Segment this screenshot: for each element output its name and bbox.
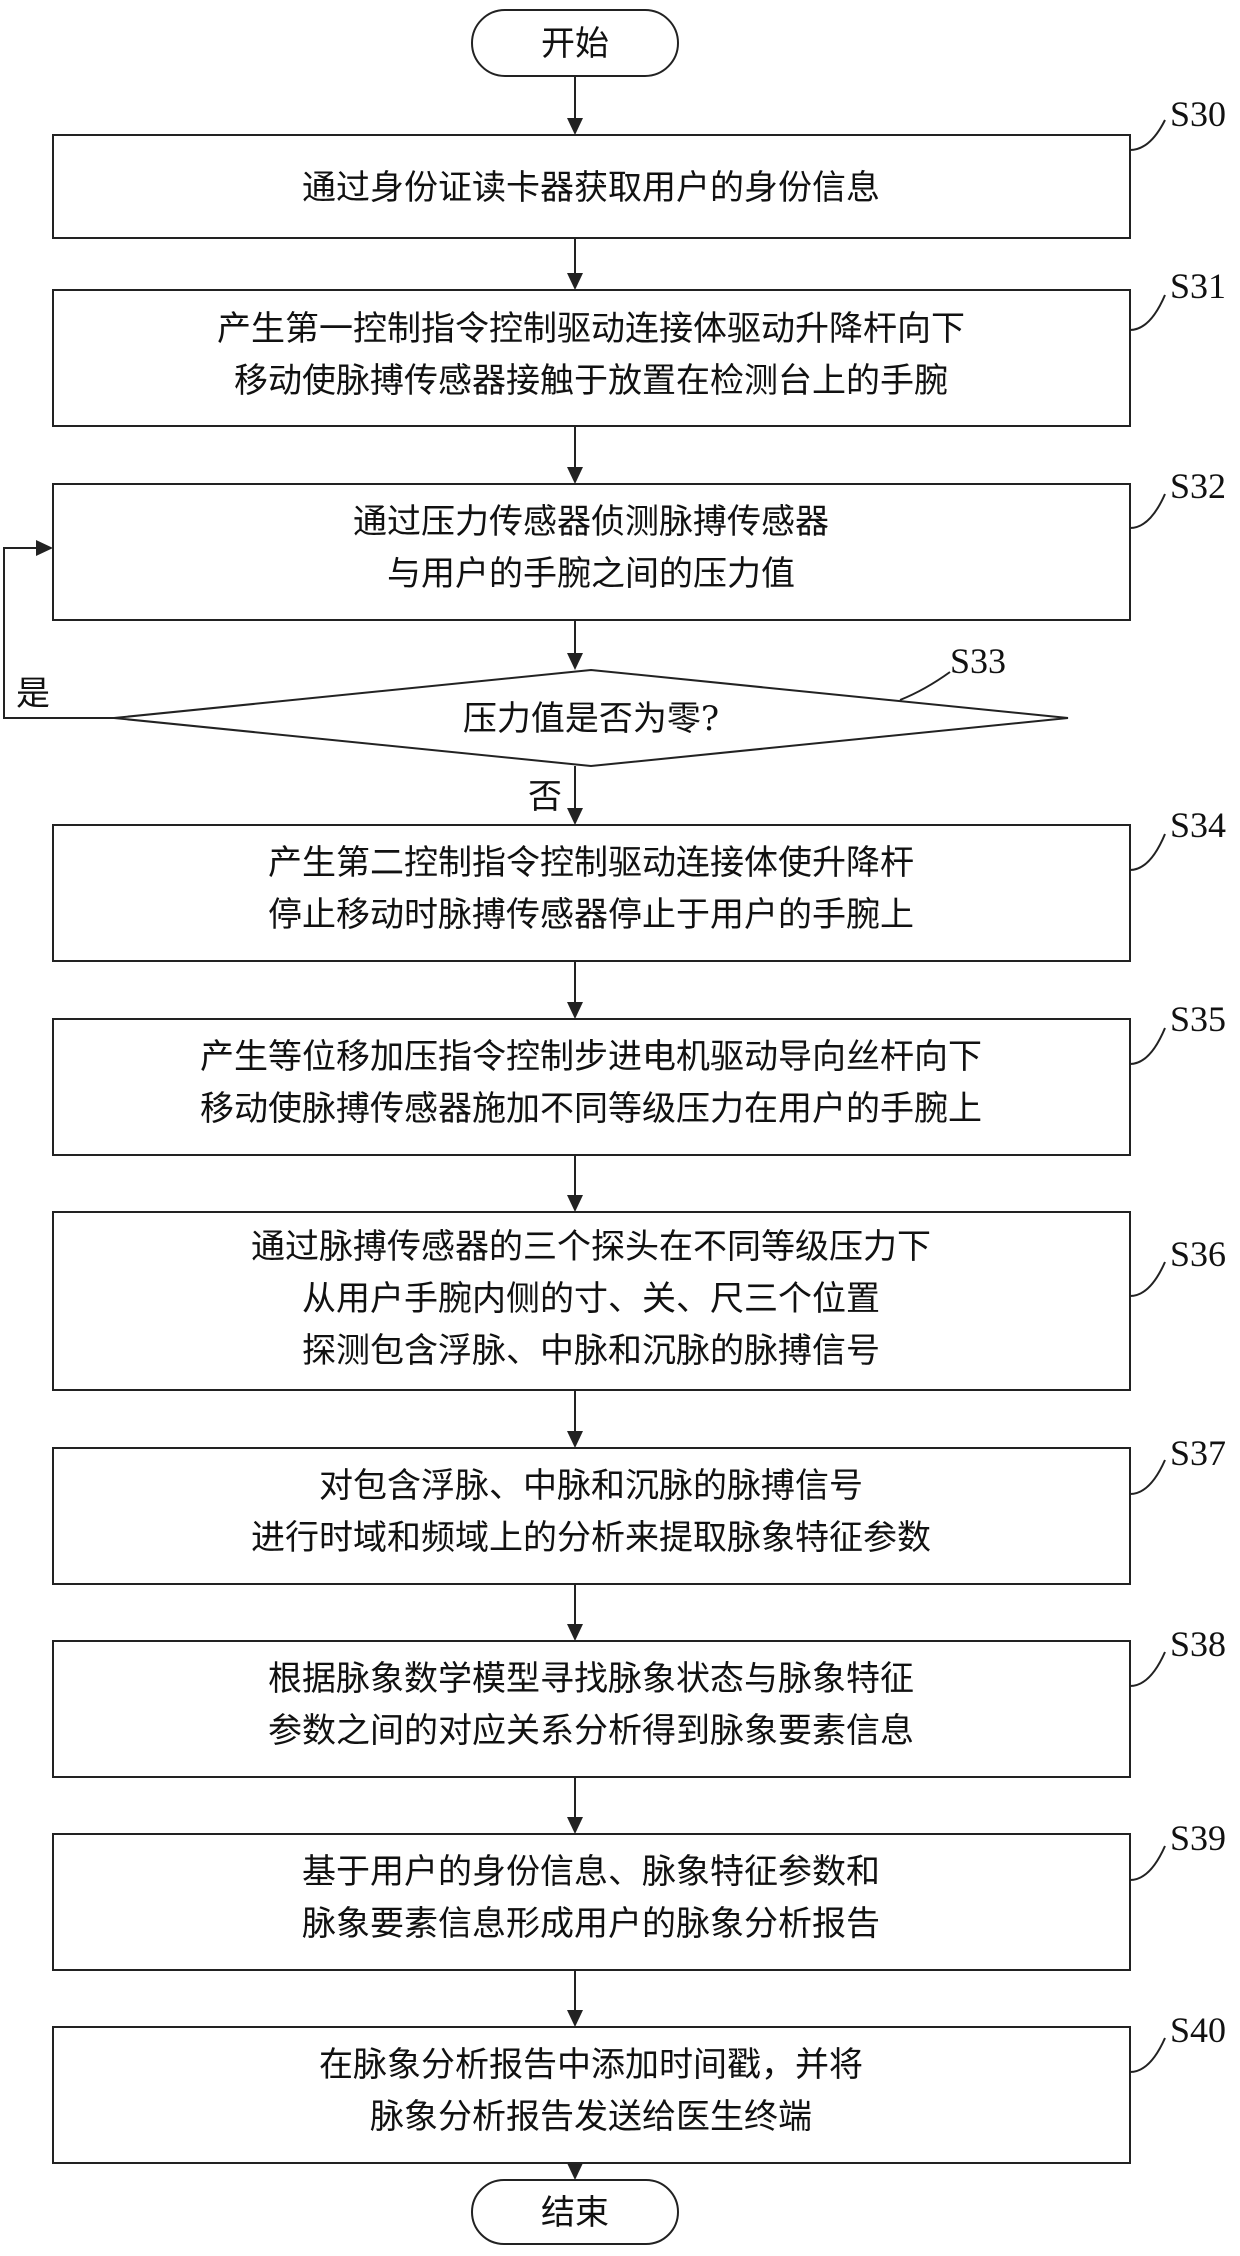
step-s40-id: S40 (1170, 2010, 1226, 2050)
arrow-s31-to-s32 (567, 467, 583, 484)
arrow-s39-to-s40 (567, 2010, 583, 2027)
step-s34-id: S34 (1170, 805, 1226, 845)
step-s32-line-2: 与用户的手腕之间的压力值 (387, 554, 795, 594)
start-terminal: 开始 (472, 10, 678, 76)
step-s32-id: S32 (1170, 466, 1226, 506)
step-s39-line-2: 脉象要素信息形成用户的脉象分析报告 (302, 1904, 880, 1944)
step-s38-id: S38 (1170, 1624, 1226, 1664)
step-s36: 通过脉搏传感器的三个探头在不同等级压力下 从用户手腕内侧的寸、关、尺三个位置 探… (53, 1212, 1226, 1390)
arrow-s33-to-s34 (567, 808, 583, 825)
end-label: 结束 (541, 2193, 609, 2233)
step-s32-line-1: 通过压力传感器侦测脉搏传感器 (353, 502, 829, 542)
step-s37-line-2: 进行时域和频域上的分析来提取脉象特征参数 (251, 1518, 931, 1558)
arrow-s35-to-s36 (567, 1195, 583, 1212)
decision-s33: 压力值是否为零? S33 (114, 641, 1068, 766)
step-s36-id: S36 (1170, 1234, 1226, 1274)
step-s32: 通过压力传感器侦测脉搏传感器 与用户的手腕之间的压力值 S32 (53, 466, 1226, 620)
arrow-s32-to-s33 (567, 653, 583, 670)
arrow-start-to-s30 (567, 118, 583, 135)
decision-id: S33 (950, 641, 1006, 681)
arrow-s36-to-s37 (567, 1431, 583, 1448)
step-s30-id: S30 (1170, 94, 1226, 134)
step-s34-line-2: 停止移动时脉搏传感器停止于用户的手腕上 (268, 895, 914, 935)
step-s38: 根据脉象数学模型寻找脉象状态与脉象特征 参数之间的对应关系分析得到脉象要素信息 … (53, 1624, 1226, 1777)
step-s35: 产生等位移加压指令控制步进电机驱动导向丝杆向下 移动使脉搏传感器施加不同等级压力… (53, 999, 1226, 1155)
step-s39-id: S39 (1170, 1818, 1226, 1858)
step-s36-line-3: 探测包含浮脉、中脉和沉脉的脉搏信号 (302, 1331, 880, 1371)
step-s34-line-1: 产生第二控制指令控制驱动连接体使升降杆 (268, 843, 914, 883)
step-s37-line-1: 对包含浮脉、中脉和沉脉的脉搏信号 (319, 1466, 863, 1506)
step-s40-line-1: 在脉象分析报告中添加时间戳，并将 (319, 2045, 863, 2085)
step-s40-line-2: 脉象分析报告发送给医生终端 (370, 2097, 812, 2137)
end-terminal: 结束 (472, 2180, 678, 2244)
step-s35-line-1: 产生等位移加压指令控制步进电机驱动导向丝杆向下 (200, 1037, 982, 1077)
step-s39-line-1: 基于用户的身份信息、脉象特征参数和 (302, 1852, 880, 1892)
step-s37-id: S37 (1170, 1433, 1226, 1473)
arrow-s37-to-s38 (567, 1624, 583, 1641)
start-label: 开始 (541, 24, 609, 64)
step-s36-line-2: 从用户手腕内侧的寸、关、尺三个位置 (302, 1279, 880, 1319)
step-s31: 产生第一控制指令控制驱动连接体驱动升降杆向下 移动使脉搏传感器接触于放置在检测台… (53, 266, 1226, 426)
decision-question: 压力值是否为零? (463, 699, 719, 739)
step-s39: 基于用户的身份信息、脉象特征参数和 脉象要素信息形成用户的脉象分析报告 S39 (53, 1818, 1226, 1970)
step-s38-line-2: 参数之间的对应关系分析得到脉象要素信息 (268, 1711, 914, 1751)
step-s31-line-2: 移动使脉搏传感器接触于放置在检测台上的手腕 (234, 361, 948, 401)
step-s36-line-1: 通过脉搏传感器的三个探头在不同等级压力下 (251, 1227, 931, 1267)
no-label: 否 (528, 777, 562, 817)
step-s37: 对包含浮脉、中脉和沉脉的脉搏信号 进行时域和频域上的分析来提取脉象特征参数 S3… (53, 1433, 1226, 1584)
arrow-s34-to-s35 (567, 1002, 583, 1019)
step-s40: 在脉象分析报告中添加时间戳，并将 脉象分析报告发送给医生终端 S40 (53, 2010, 1226, 2163)
arrow-s38-to-s39 (567, 1817, 583, 1834)
step-s31-line-1: 产生第一控制指令控制驱动连接体驱动升降杆向下 (217, 309, 965, 349)
step-s31-id: S31 (1170, 266, 1226, 306)
step-s35-id: S35 (1170, 999, 1226, 1039)
arrow-s40-to-end (567, 2163, 583, 2180)
step-s35-line-2: 移动使脉搏传感器施加不同等级压力在用户的手腕上 (200, 1089, 982, 1129)
step-s30: 通过身份证读卡器获取用户的身份信息 S30 (53, 94, 1226, 238)
yes-label: 是 (16, 674, 50, 714)
step-s38-line-1: 根据脉象数学模型寻找脉象状态与脉象特征 (268, 1659, 914, 1699)
arrow-yes-to-s32 (36, 540, 53, 556)
arrow-s30-to-s31 (567, 273, 583, 290)
step-s30-line-1: 通过身份证读卡器获取用户的身份信息 (302, 168, 880, 208)
step-s34: 产生第二控制指令控制驱动连接体使升降杆 停止移动时脉搏传感器停止于用户的手腕上 … (53, 805, 1226, 961)
